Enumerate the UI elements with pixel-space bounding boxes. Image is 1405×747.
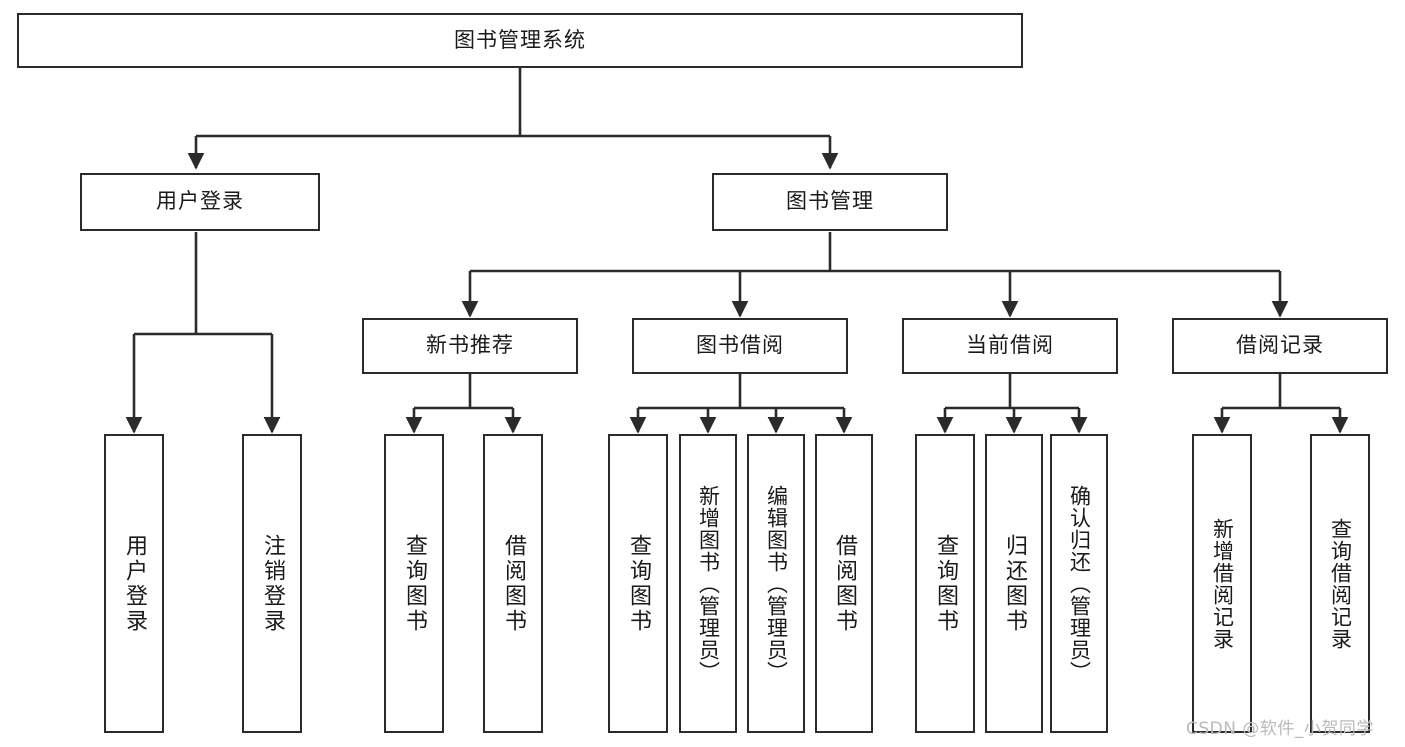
node-leaf-query-book-3[interactable]: 查询图书 xyxy=(915,434,975,733)
node-book-borrow-label: 图书借阅 xyxy=(696,333,784,358)
node-user-login-label: 用户登录 xyxy=(156,189,244,214)
node-current-borrow-label: 当前借阅 xyxy=(966,333,1054,358)
node-leaf-edit-book-label: 编辑图书（管理员） xyxy=(764,484,789,683)
node-leaf-add-book-label: 新增图书（管理员） xyxy=(696,484,721,683)
watermark: CSDN @软件_小贺同学 xyxy=(1186,719,1374,739)
node-leaf-borrow-book-1[interactable]: 借阅图书 xyxy=(483,434,543,733)
node-leaf-user-login-label: 用户登录 xyxy=(122,533,147,634)
node-leaf-query-record[interactable]: 查询借阅记录 xyxy=(1310,434,1370,733)
node-root[interactable]: 图书管理系统 xyxy=(17,13,1023,68)
node-new-book-recommend[interactable]: 新书推荐 xyxy=(362,318,578,374)
node-leaf-borrow-book-1-label: 借阅图书 xyxy=(501,533,526,634)
node-leaf-confirm-return[interactable]: 确认归还（管理员） xyxy=(1050,434,1108,733)
node-leaf-add-book[interactable]: 新增图书（管理员） xyxy=(679,434,737,733)
node-leaf-add-record[interactable]: 新增借阅记录 xyxy=(1192,434,1252,733)
node-leaf-borrow-book-2[interactable]: 借阅图书 xyxy=(815,434,873,733)
node-borrow-record-label: 借阅记录 xyxy=(1236,333,1324,358)
node-book-manage[interactable]: 图书管理 xyxy=(712,173,948,231)
node-new-book-recommend-label: 新书推荐 xyxy=(426,333,514,358)
node-leaf-query-book-1[interactable]: 查询图书 xyxy=(384,434,444,733)
node-leaf-query-book-1-label: 查询图书 xyxy=(402,533,427,634)
node-leaf-query-book-3-label: 查询图书 xyxy=(933,533,958,634)
node-current-borrow[interactable]: 当前借阅 xyxy=(902,318,1118,374)
node-leaf-add-record-label: 新增借阅记录 xyxy=(1210,517,1235,650)
node-leaf-query-record-label: 查询借阅记录 xyxy=(1328,517,1353,650)
node-leaf-return-book[interactable]: 归还图书 xyxy=(985,434,1043,733)
node-root-label: 图书管理系统 xyxy=(454,27,586,52)
node-leaf-query-book-2[interactable]: 查询图书 xyxy=(608,434,668,733)
node-book-manage-label: 图书管理 xyxy=(786,189,874,214)
node-borrow-record[interactable]: 借阅记录 xyxy=(1172,318,1388,374)
node-leaf-borrow-book-2-label: 借阅图书 xyxy=(832,533,857,634)
node-leaf-edit-book[interactable]: 编辑图书（管理员） xyxy=(747,434,805,733)
node-leaf-logout[interactable]: 注销登录 xyxy=(242,434,302,733)
node-leaf-query-book-2-label: 查询图书 xyxy=(626,533,651,634)
node-leaf-return-book-label: 归还图书 xyxy=(1002,533,1027,634)
node-user-login[interactable]: 用户登录 xyxy=(80,173,320,231)
node-book-borrow[interactable]: 图书借阅 xyxy=(632,318,848,374)
node-leaf-confirm-return-label: 确认归还（管理员） xyxy=(1067,484,1092,683)
node-leaf-logout-label: 注销登录 xyxy=(260,533,285,634)
node-leaf-user-login[interactable]: 用户登录 xyxy=(104,434,164,733)
